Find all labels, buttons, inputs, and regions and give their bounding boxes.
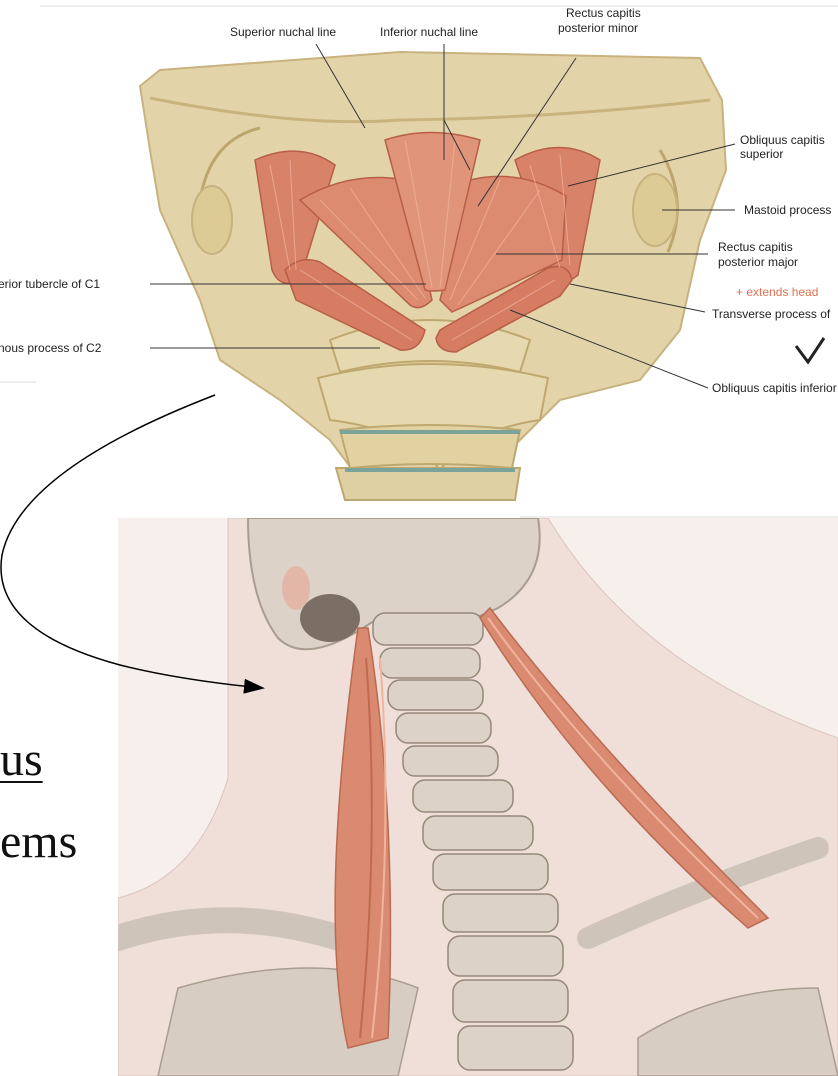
- label-rcp-minor-1: Rectus capitis: [566, 6, 641, 20]
- label-extends-head: + extends head: [736, 285, 818, 299]
- cervical-spine-figure: [118, 518, 838, 1076]
- label-c1-tubercle: erior tubercle of C1: [0, 277, 100, 291]
- label-ocs-1: Obliquus capitis: [740, 133, 825, 147]
- label-superior-nuchal-line: Superior nuchal line: [230, 25, 336, 39]
- label-transverse-process: Transverse process of: [712, 307, 831, 321]
- label-rcp-minor-2: posterior minor: [558, 21, 638, 35]
- label-rcp-major-2: posterior major: [718, 255, 798, 269]
- label-mastoid: Mastoid process: [744, 203, 831, 217]
- text-fragment-3: ems: [0, 818, 77, 866]
- label-ocs-2: superior: [740, 147, 783, 161]
- text-fragment-2: us: [0, 736, 43, 784]
- label-rcp-major-1: Rectus capitis: [718, 240, 793, 254]
- label-inferior-nuchal-line: Inferior nuchal line: [380, 25, 478, 39]
- suboccipital-anatomy-figure: Superior nuchal line Inferior nuchal lin…: [0, 0, 838, 520]
- label-c2-process: nous process of C2: [0, 341, 102, 355]
- label-oci: Obliquus capitis inferior: [712, 381, 837, 395]
